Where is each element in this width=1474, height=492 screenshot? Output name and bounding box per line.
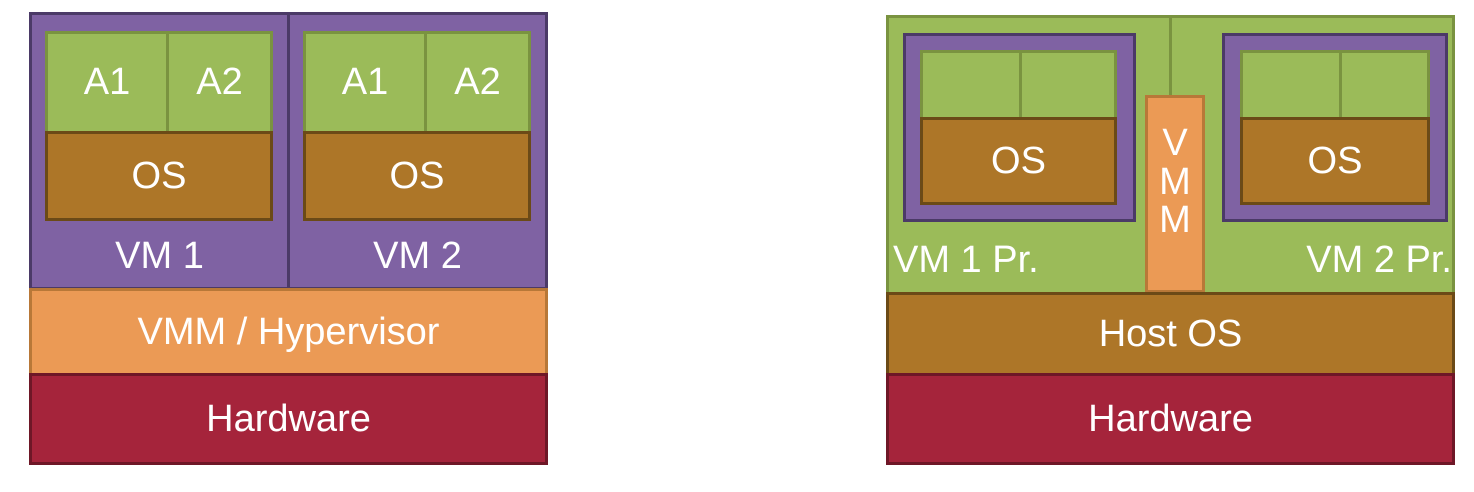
vm2-label: VM 2 <box>373 234 462 277</box>
vm1-process-os <box>920 117 1117 205</box>
vm1-app-a2 <box>166 31 273 134</box>
host-os-label: Host OS <box>1098 312 1243 355</box>
vm2-process-os <box>1240 117 1430 205</box>
vm2-os-label: OS <box>389 154 445 197</box>
vm1-process-app-right <box>1019 50 1117 120</box>
hypervisor-label: VMM / Hypervisor <box>137 310 440 353</box>
hypervisor-layer <box>29 288 548 376</box>
vm1-process-app-left <box>920 50 1022 120</box>
vmm-letter-v: V <box>1162 121 1188 164</box>
left-hardware-label: Hardware <box>206 397 371 440</box>
vmm-process <box>1145 95 1205 293</box>
vm2-os <box>303 131 531 221</box>
vm1-process-os-label: OS <box>991 139 1046 182</box>
user-space-divider <box>1169 15 1172 97</box>
vm2-process-app-left <box>1240 50 1342 120</box>
vmm-letter-m2: M <box>1159 198 1191 241</box>
right-hardware-layer <box>886 373 1455 465</box>
vmm-letter-m1: M <box>1159 160 1191 203</box>
vm1-os <box>45 131 273 221</box>
vm1-app-a1 <box>45 31 169 134</box>
vm1-process-label: VM 1 Pr. <box>893 238 1039 281</box>
vm2-app-a2-label: A2 <box>454 61 501 103</box>
vm1-app-a1-label: A1 <box>83 61 131 103</box>
vm1-os-label: OS <box>131 154 187 197</box>
vm2-app-a1-label: A1 <box>341 61 389 103</box>
vm2-process-app-right <box>1339 50 1430 120</box>
vm2-process-label: VM 2 Pr. <box>1306 238 1452 281</box>
left-hardware-layer <box>29 373 548 465</box>
vm2-process-os-label: OS <box>1307 139 1363 182</box>
vm1-label: VM 1 <box>115 234 204 277</box>
right-hardware-label: Hardware <box>1088 397 1253 440</box>
vm1-app-a2-label: A2 <box>196 61 243 103</box>
